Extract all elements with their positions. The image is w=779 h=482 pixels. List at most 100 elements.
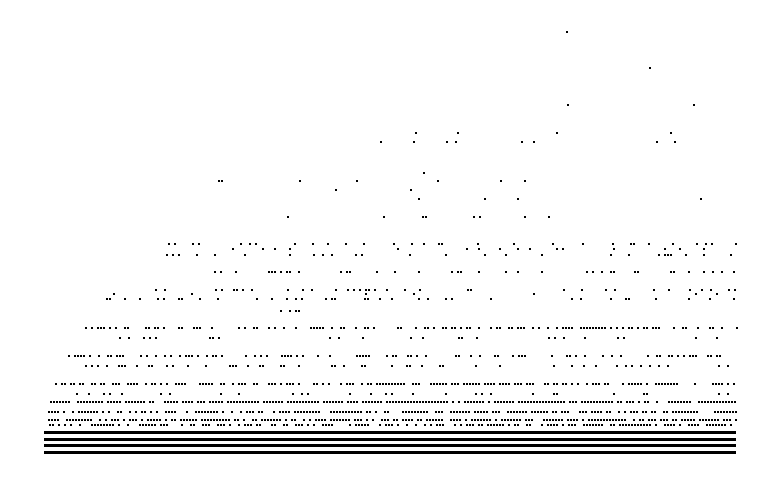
dot-mark [221, 355, 223, 357]
dot-mark [606, 419, 608, 421]
dot-mark [165, 419, 167, 421]
dot-mark [248, 401, 250, 403]
dot-mark [140, 401, 142, 403]
dot-mark [173, 401, 175, 403]
dot-mark [690, 411, 692, 413]
dot-mark [163, 298, 165, 300]
dot-mark [148, 327, 150, 329]
dot-mark [346, 383, 348, 385]
dot-mark [100, 383, 102, 385]
dot-mark [455, 141, 457, 143]
dot-mark [556, 248, 558, 250]
dot-mark [717, 411, 719, 413]
dot-mark [256, 424, 258, 426]
dot-mark [622, 383, 624, 385]
dot-mark [480, 419, 482, 421]
dot-mark [295, 310, 297, 312]
dot-mark [589, 424, 591, 426]
dot-mark [214, 271, 216, 273]
dot-mark [450, 419, 452, 421]
dot-mark [339, 411, 341, 413]
dot-mark [583, 424, 585, 426]
dot-mark [508, 327, 510, 329]
dot-mark [109, 327, 111, 329]
dot-mark [563, 337, 565, 339]
dot-mark [86, 401, 88, 403]
dot-mark [505, 254, 507, 256]
dot-mark [520, 327, 522, 329]
dot-mark [335, 289, 337, 291]
dot-mark [580, 298, 582, 300]
dot-mark [479, 216, 481, 218]
dot-mark [693, 419, 695, 421]
dot-mark [548, 216, 550, 218]
dot-mark [545, 401, 547, 403]
dot-mark [178, 383, 180, 385]
dot-mark [721, 383, 723, 385]
dot-mark [349, 271, 351, 273]
dot-mark [79, 424, 81, 426]
dot-mark [348, 411, 350, 413]
dot-mark [432, 419, 434, 421]
dot-mark [281, 401, 283, 403]
dot-mark [181, 424, 183, 426]
dot-mark [83, 401, 85, 403]
dot-mark [735, 411, 737, 413]
dot-mark [441, 411, 443, 413]
dot-mark [543, 411, 545, 413]
dot-mark [311, 289, 313, 291]
dot-mark [629, 401, 631, 403]
dot-mark [334, 298, 336, 300]
dot-mark [357, 411, 359, 413]
dot-mark [643, 327, 645, 329]
dot-mark [638, 401, 640, 403]
dot-mark [322, 327, 324, 329]
dot-mark [107, 401, 109, 403]
dot-mark [576, 419, 578, 421]
dot-mark [421, 365, 423, 367]
dot-mark [307, 424, 309, 426]
dot-mark [139, 298, 141, 300]
dot-mark [395, 355, 397, 357]
dot-mark [499, 365, 501, 367]
dot-mark [676, 383, 678, 385]
dot-mark [164, 289, 166, 291]
dot-mark [497, 355, 499, 357]
dot-mark [293, 401, 295, 403]
dot-mark [397, 424, 399, 426]
dot-mark [219, 419, 221, 421]
dot-mark [645, 411, 647, 413]
dot-mark [625, 298, 627, 300]
dot-mark [398, 401, 400, 403]
dot-mark [415, 132, 417, 134]
dot-mark [121, 365, 123, 367]
dot-mark [397, 248, 399, 250]
dot-mark [84, 419, 86, 421]
dot-mark [469, 383, 471, 385]
dot-mark [116, 401, 118, 403]
dot-mark [329, 401, 331, 403]
dot-mark [478, 327, 480, 329]
dot-mark [533, 141, 535, 143]
dot-mark [446, 141, 448, 143]
dot-mark [526, 383, 528, 385]
dot-mark [459, 419, 461, 421]
dot-mark [255, 243, 257, 245]
dot-mark [345, 419, 347, 421]
dot-mark [478, 383, 480, 385]
dot-mark [89, 355, 91, 357]
dot-mark [608, 401, 610, 403]
dot-mark [212, 337, 214, 339]
dot-mark [166, 365, 168, 367]
dot-mark [415, 383, 417, 385]
dot-mark [425, 216, 427, 218]
dot-mark [97, 365, 99, 367]
dot-mark [81, 411, 83, 413]
dot-mark [706, 424, 708, 426]
dot-mark [294, 243, 296, 245]
dot-mark [601, 327, 603, 329]
dot-mark [368, 289, 370, 291]
dot-mark [504, 419, 506, 421]
dot-mark [360, 411, 362, 413]
dot-mark [470, 289, 472, 291]
